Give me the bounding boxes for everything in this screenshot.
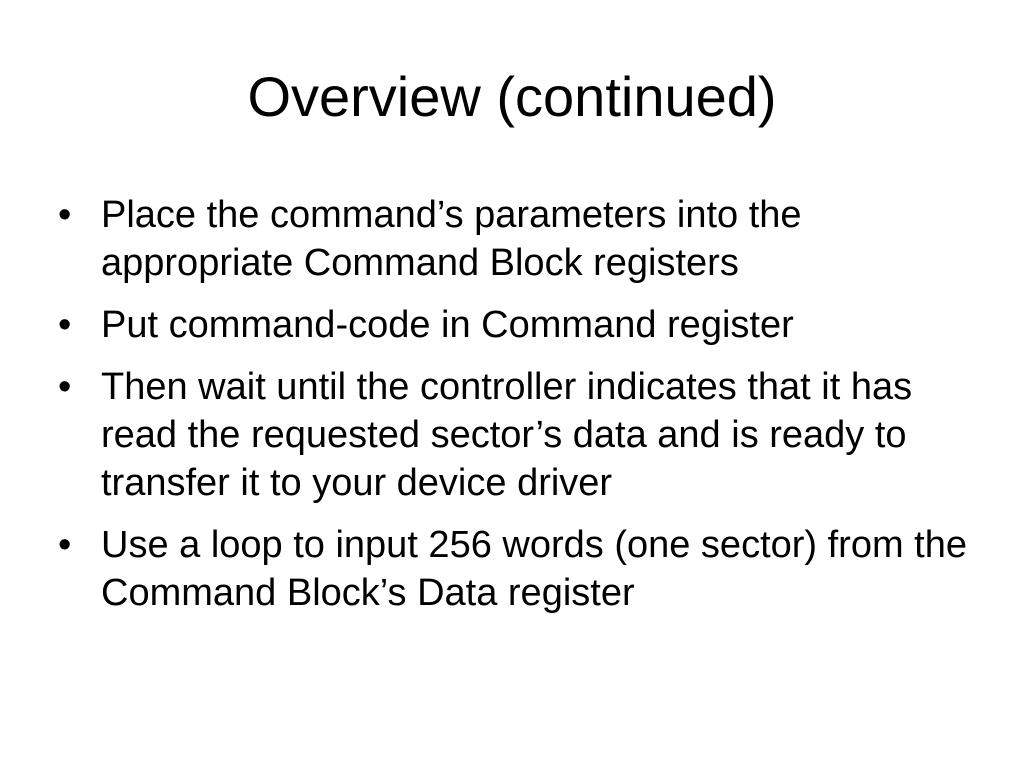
bullet-text: Then wait until the controller indicates… <box>101 366 913 504</box>
bullet-marker: • <box>58 304 72 346</box>
bullet-text: Put command-code in Command register <box>101 304 794 346</box>
bullet-marker: • <box>58 524 72 566</box>
bullet-list: • Place the command’s parameters into th… <box>58 191 988 631</box>
bullet-marker: • <box>58 194 72 236</box>
bullet-text: Use a loop to input 256 words (one secto… <box>101 524 968 614</box>
bullet-text: Place the command’s parameters into the … <box>101 194 802 284</box>
bullet-item: • Use a loop to input 256 words (one sec… <box>58 521 988 617</box>
bullet-marker: • <box>58 366 72 408</box>
bullet-item: • Put command-code in Command register <box>58 301 988 349</box>
bullet-item: • Then wait until the controller indicat… <box>58 363 988 507</box>
slide-title: Overview (continued) <box>247 65 777 128</box>
bullet-item: • Place the command’s parameters into th… <box>58 191 988 287</box>
